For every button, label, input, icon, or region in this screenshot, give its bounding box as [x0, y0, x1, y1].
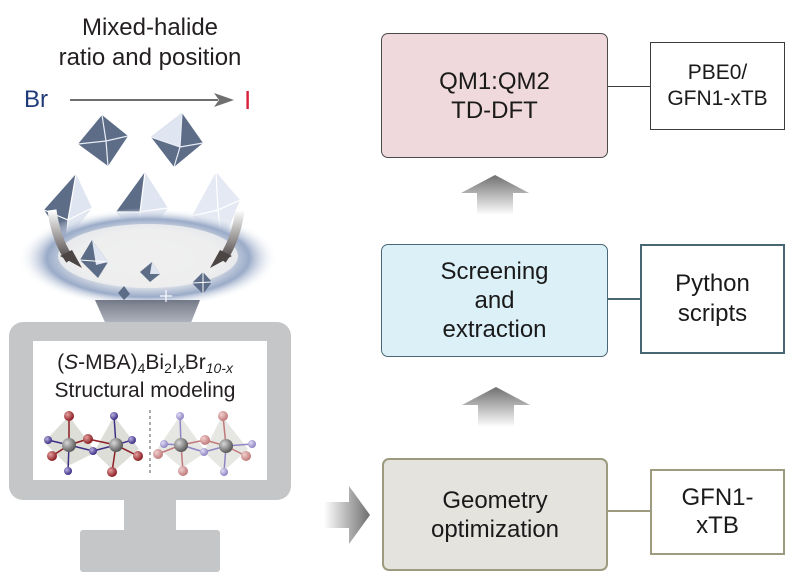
octahedra-funnel-illustration	[18, 112, 278, 338]
method-label-line: scripts	[677, 300, 748, 327]
formula-label: (S-MBA)4Bi2IxBr10-x	[20, 350, 270, 376]
arrow-up-icon	[462, 387, 530, 427]
formula-part: -MBA)	[78, 351, 138, 374]
curved-arrow-icon	[210, 209, 245, 268]
small-octahedron-icon	[118, 286, 130, 300]
method-label-line: Python	[675, 270, 750, 297]
structural-modeling-label: Structural modeling	[54, 379, 236, 402]
connector-line	[608, 86, 650, 87]
sparkle-icon	[160, 290, 172, 302]
stage-label-line: Screening	[440, 258, 549, 285]
dimer-structure-left	[44, 411, 143, 477]
dimer-structure-right	[153, 411, 256, 476]
small-octahedron-icon	[79, 240, 109, 278]
method-label-line: xTB	[696, 512, 739, 539]
octahedron-icon	[77, 114, 129, 167]
small-octahedron-icon	[191, 272, 213, 294]
method-box-gfn1-xtb: GFN1- xTB	[650, 469, 785, 555]
stage-label-line: optimization	[430, 515, 560, 543]
halide-end-label: I	[244, 85, 252, 115]
stage-label-line: QM1:QM2	[439, 67, 550, 95]
title-line-2: ratio and position	[58, 44, 242, 71]
stage-label-line: TD-DFT	[451, 96, 538, 124]
formula-part: S	[64, 351, 79, 374]
stage-qm-tddft: QM1:QM2 TD-DFT	[381, 33, 608, 158]
method-label-line: GFN1-xTB	[667, 87, 768, 110]
stage-geometry-optimization: Geometry optimization	[382, 458, 608, 571]
formula-subscript: 4	[137, 360, 146, 376]
halide-gradient-arrow-icon	[70, 93, 234, 107]
title-line-1: Mixed-halide	[81, 14, 219, 41]
arrow-up-icon	[461, 175, 529, 215]
formula-part: I	[171, 351, 178, 374]
arrow-right-icon	[324, 486, 370, 544]
formula-subscript: x	[177, 360, 185, 376]
method-box-python: Python scripts	[640, 244, 785, 354]
halide-start-label: Br	[24, 86, 48, 113]
connector-line	[608, 510, 650, 512]
formula-part: (	[57, 351, 65, 374]
formula-part: Br	[184, 351, 206, 374]
stage-screening-extraction: Screening and extraction	[381, 244, 608, 357]
octahedron-icon	[150, 112, 204, 168]
method-label-line: GFN1-	[681, 484, 754, 511]
small-octahedron-icon	[140, 262, 160, 282]
method-box-qm: PBE0/ GFN1-xTB	[650, 42, 785, 130]
stage-label-line: and	[474, 287, 515, 314]
curved-arrow-icon	[47, 209, 82, 268]
crystal-structure-icon	[44, 410, 256, 477]
stage-label-line: Geometry	[442, 486, 548, 514]
method-label-line: PBE0/	[687, 61, 748, 84]
formula-subscript: 2	[164, 360, 172, 376]
formula-part: Bi	[145, 351, 165, 374]
formula-subscript: 10-x	[205, 360, 233, 376]
connector-line	[608, 298, 640, 300]
stage-label-line: extraction	[442, 316, 547, 343]
